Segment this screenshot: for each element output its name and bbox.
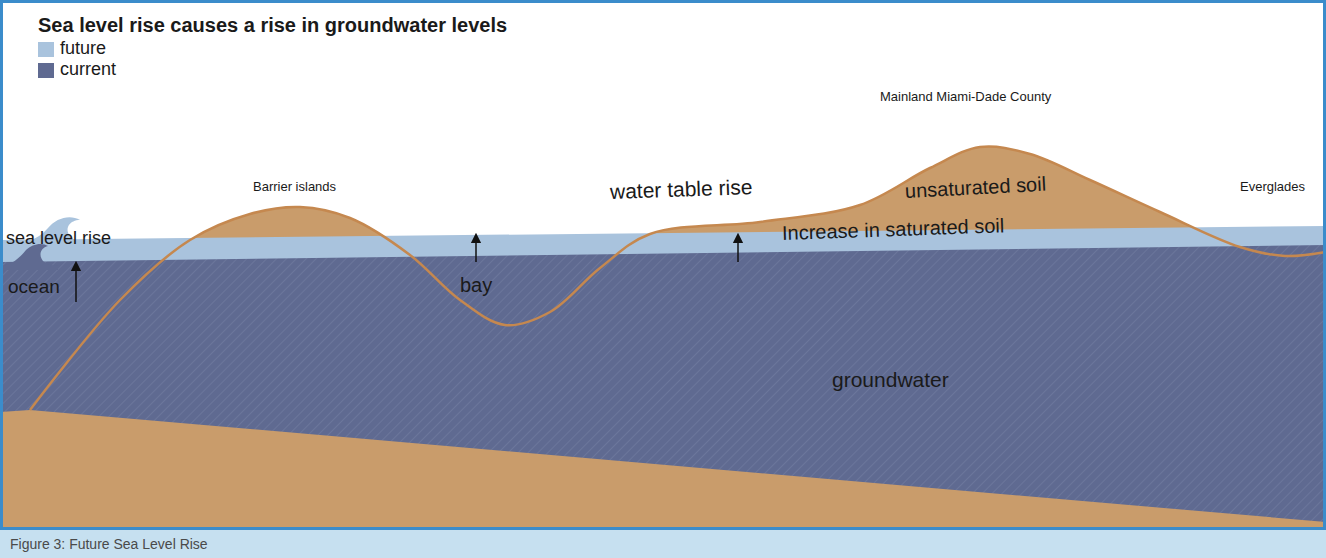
region-label: Increase in saturated soil <box>782 214 1005 245</box>
region-label: groundwater <box>832 368 949 392</box>
future-water <box>0 226 1326 528</box>
title: Sea level rise causes a rise in groundwa… <box>38 14 507 37</box>
legend-swatch <box>38 63 54 78</box>
current-groundwater <box>0 245 1326 528</box>
region-label: water table rise <box>610 175 753 204</box>
bedrock <box>0 410 1326 528</box>
region-label: Everglades <box>1240 180 1305 195</box>
region-label: Mainland Miami-Dade County <box>880 90 1051 105</box>
ground-surface <box>30 146 1326 410</box>
region-label: ocean <box>8 276 60 298</box>
rise-arrow <box>475 238 477 262</box>
legend-swatch <box>38 42 54 57</box>
soil <box>0 146 1326 528</box>
region-label: sea level rise <box>6 228 111 249</box>
rise-arrow <box>75 266 77 302</box>
caption: Figure 3: Future Sea Level Rise <box>10 536 208 552</box>
caption-band <box>0 530 1326 558</box>
region-label: bay <box>460 274 492 297</box>
rise-arrow <box>737 238 739 262</box>
legend-text: current <box>60 59 116 80</box>
legend-text: future <box>60 38 106 59</box>
region-label: Barrier islands <box>253 180 336 195</box>
region-label: unsaturated soil <box>904 173 1046 203</box>
figure-frame <box>2 2 1325 529</box>
